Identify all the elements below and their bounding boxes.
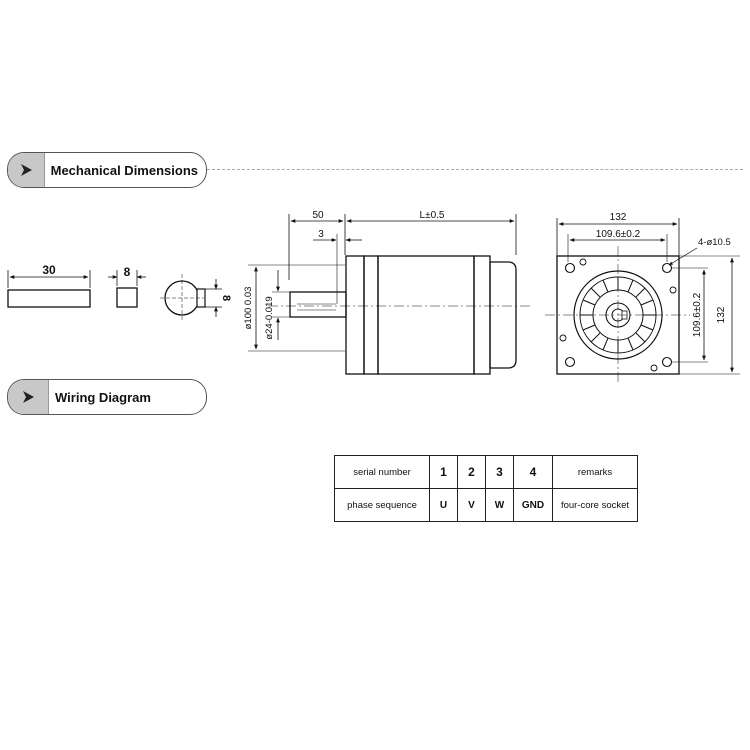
dim-key-length: 30 [42,263,56,277]
dim-flange-diameter: ø100 0.03 [243,287,254,330]
table-cell-phase: U [429,488,458,522]
table-cell-number: 4 [513,455,553,489]
table-cell-phase: GND [513,488,553,522]
wiring-table: serial number 1 2 3 4 remarks phase sequ… [334,455,638,522]
dim-front-width: 132 [610,212,627,223]
shaft-section-view: 8 [160,274,232,322]
table-cell-phase: W [485,488,514,522]
table-cell-number: 2 [457,455,486,489]
motor-side-view: 50 L±0.5 3 ø100 0.03 ø24-0.019 [243,210,530,375]
dim-mounting-holes: 4-ø10.5 [698,237,731,248]
section-header-wiring: Wiring Diagram [7,379,207,415]
motor-front-view: 132 109.6±0.2 4-ø10.5 [545,212,740,385]
dim-bolt-spacing-h: 109.6±0.2 [596,229,641,240]
table-cell-number: 3 [485,455,514,489]
dim-body-length: L±0.5 [420,210,445,221]
table-cell-header: serial number [334,455,430,489]
table-row: serial number 1 2 3 4 remarks [334,455,638,489]
arrow-right-icon [8,380,49,414]
table-cell-remarks: four-core socket [552,488,638,522]
key-top-view: 30 [7,263,91,308]
dim-key-height: 8 [220,295,232,301]
section-title-mechanical: Mechanical Dimensions [50,162,198,178]
section-header-mechanical: Mechanical Dimensions [7,152,207,188]
table-row: phase sequence U V W GND four-core socke… [334,488,638,522]
section-title-wiring: Wiring Diagram [55,389,151,405]
section-divider [207,169,743,170]
table-cell-phase: V [457,488,486,522]
table-cell-number: 1 [429,455,458,489]
dim-shaft-length: 50 [312,210,324,221]
dim-key-width: 8 [124,265,131,279]
arrow-right-icon [8,153,45,187]
table-cell-row-label: phase sequence [334,488,430,522]
dim-key-offset: 3 [318,229,324,240]
table-cell-remarks-header: remarks [552,455,638,489]
dim-bolt-spacing-v: 109.6±0.2 [692,292,703,337]
dim-front-height: 132 [716,306,727,323]
dim-shaft-diameter: ø24-0.019 [264,296,275,339]
key-end-view: 8 [108,265,146,308]
